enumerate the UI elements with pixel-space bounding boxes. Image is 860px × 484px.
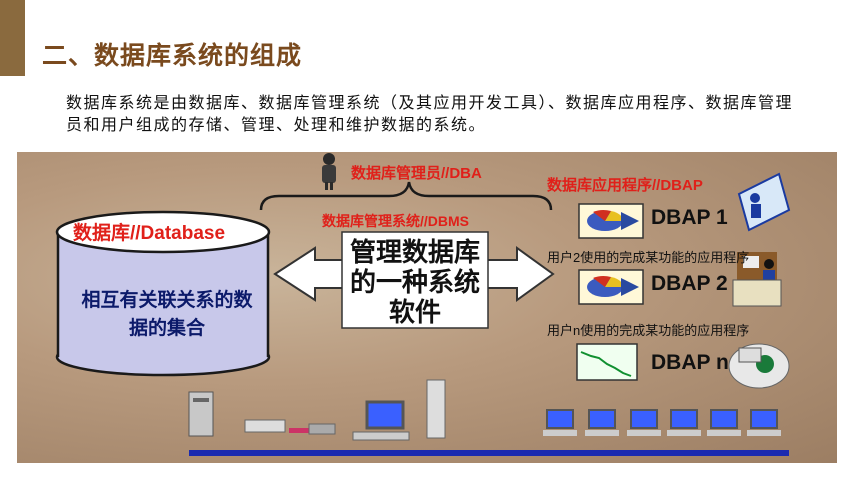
dbap-label: 数据库应用程序//DBAP [547,177,703,194]
app-2-description: 用户2使用的完成某功能的应用程序 [547,250,750,265]
app-2-name: DBAP 2 [651,272,728,295]
intro-paragraph: 数据库系统是由数据库、数据库管理系统（及其应用开发工具）、数据库应用程序、数据库… [66,93,794,134]
desktop-computer-icon [352,379,446,441]
database-cylinder [55,210,271,377]
client-computers-icon [543,409,781,436]
user-2-icon [732,252,782,307]
server-tower-icon [188,391,214,437]
network-line [189,450,789,456]
user-n-icon [728,343,790,389]
diagram-graphics [55,153,791,456]
pie-chart-icon-2 [578,269,644,305]
database-description: 相互有关联关系的数据的集合 [81,290,253,339]
app-n-name: DBAP n [651,351,729,374]
dba-person-icon [322,153,336,190]
pie-chart-icon [578,203,644,239]
printer-icon [244,419,336,435]
dbms-core-text: 管理数据库的一种系统软件 [349,237,480,327]
slide-title: 二、数据库系统的组成 [42,41,303,70]
database-system-diagram: 数据库管理员//DBA 数据库管理系统//DBMS 数据库应用程序//DBAP … [17,152,837,463]
dbms-core-box [341,231,489,329]
database-label: 数据库//Database [73,223,226,244]
title-accent-bar [0,0,25,76]
app-1-name: DBAP 1 [651,206,728,229]
dba-brace [259,181,553,211]
app-n-description: 用户n使用的完成某功能的应用程序 [547,323,750,338]
user-1-icon [737,172,791,232]
dba-label: 数据库管理员//DBA [351,165,482,182]
line-chart-icon [576,343,638,381]
dbms-label: 数据库管理系统//DBMS [322,213,469,229]
